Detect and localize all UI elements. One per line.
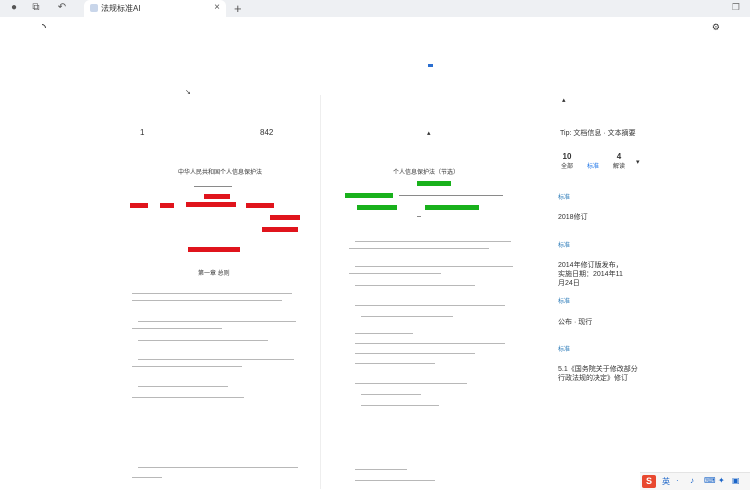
highlight-green — [357, 205, 397, 210]
tab-standards-label: 标准 — [586, 164, 599, 170]
text-line — [361, 394, 421, 395]
highlight-red — [186, 202, 236, 207]
text-line — [132, 328, 222, 329]
section-text[interactable]: 5.1《国务院关于修改部分行政法规的决定》修订 — [558, 366, 638, 382]
highlight-red — [160, 203, 174, 208]
window-restore-icon[interactable]: ❐ — [731, 2, 740, 12]
highlight-red — [270, 215, 300, 220]
text-line — [138, 359, 294, 360]
ime-toolbox-icon[interactable]: ▣ — [732, 476, 740, 485]
back-tab-icon[interactable]: ↶ — [57, 2, 67, 13]
tab-all[interactable]: 10 全部 — [556, 152, 578, 170]
tab-title: 法规标准AI — [101, 4, 141, 13]
text-line — [132, 300, 282, 301]
excerpt-title: 个人信息保护法（节选） — [393, 170, 460, 176]
chapter-heading: 第一章 总则 — [198, 271, 230, 277]
sidebar-toggle-icon[interactable]: ▴ — [562, 97, 566, 104]
text-line — [132, 293, 292, 294]
document-info-sidebar: Tip: 文档信息 · 文本摘要 10 全部 标准 4 解读 ▾ 标准 2018… — [548, 120, 750, 489]
tab-all-count: 10 — [562, 152, 572, 161]
tab-all-label: 全部 — [560, 164, 573, 170]
text-line — [194, 186, 232, 187]
tab-interpretations-label: 解读 — [612, 164, 625, 170]
text-line — [138, 386, 228, 387]
tab-standards-count — [582, 152, 604, 161]
tab-interpretations-count: 4 — [616, 152, 622, 161]
text-line — [138, 467, 298, 468]
new-tab-button[interactable]: + — [234, 1, 242, 16]
text-line — [355, 353, 475, 354]
middle-document-page[interactable]: ▴ 个人信息保护法（节选） — [320, 95, 531, 489]
text-line — [349, 273, 441, 274]
page-total: 842 — [260, 128, 274, 137]
text-line — [361, 316, 453, 317]
text-line — [355, 266, 513, 267]
text-line — [132, 477, 162, 478]
text-line — [349, 248, 489, 249]
section-label: 标准 — [558, 299, 571, 305]
profile-icon[interactable]: ● — [10, 2, 18, 13]
active-tab[interactable]: 法规标准AI × — [84, 0, 226, 17]
page-marker-icon: ▴ — [427, 130, 431, 137]
extension-icon[interactable]: ⚙ — [711, 22, 720, 32]
sidebar-tabs: 10 全部 标准 4 解读 ▾ — [556, 152, 746, 174]
tab-interpretations[interactable]: 4 解读 — [608, 152, 630, 170]
text-line — [355, 285, 475, 286]
tab-groups-icon[interactable]: ⧉ — [32, 2, 40, 13]
text-line — [132, 397, 244, 398]
section-text[interactable]: 2014年修订版发布，实施日期：2014年11月24日 — [558, 262, 623, 287]
tab-close-icon[interactable]: × — [214, 2, 220, 13]
ime-punctuation-icon[interactable]: · — [676, 476, 679, 485]
text-line — [138, 321, 296, 322]
ime-voice-icon[interactable]: ♪ — [690, 476, 694, 485]
section-label: 标准 — [558, 195, 571, 201]
toolbar-marker-icon — [428, 64, 433, 67]
sidebar-title: Tip: 文档信息 · 文本摘要 — [560, 130, 636, 137]
text-line — [355, 383, 467, 384]
section-label: 标准 — [558, 243, 571, 249]
highlight-red — [188, 247, 240, 252]
highlight-red — [130, 203, 148, 208]
text-line — [138, 340, 268, 341]
ime-toolbar: S 英 · ♪ ⌨ ✦ ▣ — [640, 472, 750, 490]
section-text[interactable]: 2018修订 — [558, 214, 588, 221]
ime-logo-icon[interactable]: S — [642, 475, 656, 488]
highlight-green — [425, 205, 479, 210]
text-line — [132, 366, 242, 367]
browser-tab-strip: ● ⧉ ↶ 法规标准AI × + ❐ — [0, 0, 750, 17]
text-line — [355, 363, 435, 364]
text-line — [355, 343, 505, 344]
text-line — [355, 305, 505, 306]
cursor-icon: ↘ — [185, 89, 191, 96]
text-line — [355, 241, 511, 242]
highlight-green — [345, 193, 393, 198]
tab-standards[interactable]: 标准 — [582, 152, 604, 170]
text-line — [355, 469, 407, 470]
text-line — [355, 333, 413, 334]
text-line — [361, 405, 439, 406]
tab-favicon-icon — [90, 4, 98, 12]
page-number: 1 — [140, 128, 145, 137]
tab-overflow-icon[interactable]: ▾ — [636, 159, 640, 166]
text-line — [399, 195, 503, 196]
highlight-green — [417, 181, 451, 186]
section-label: 标准 — [558, 347, 571, 353]
left-document-page[interactable]: 1 842 中华人民共和国个人信息保护法 第一章 总则 — [120, 95, 310, 489]
section-text[interactable]: 公布 · 现行 — [558, 319, 593, 326]
highlight-red — [246, 203, 274, 208]
text-line — [417, 216, 421, 217]
text-line — [355, 480, 435, 481]
highlight-red — [262, 227, 298, 232]
ime-language-toggle[interactable]: 英 — [662, 477, 670, 486]
ime-skin-icon[interactable]: ✦ — [718, 476, 725, 485]
loading-spinner-icon — [36, 22, 48, 34]
document-title: 中华人民共和国个人信息保护法 — [178, 170, 263, 176]
highlight-red — [204, 194, 230, 199]
ime-keyboard-icon[interactable]: ⌨ — [704, 476, 716, 485]
